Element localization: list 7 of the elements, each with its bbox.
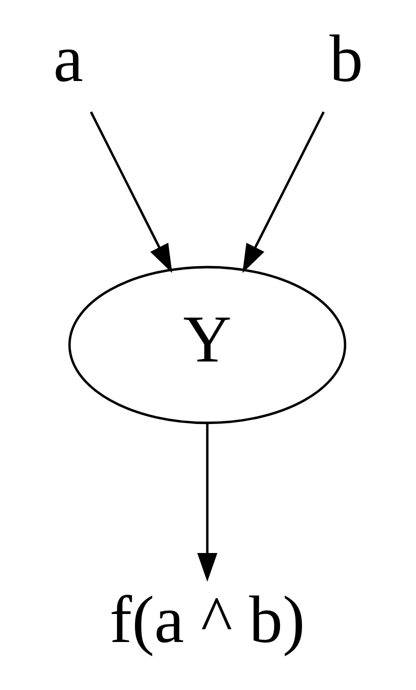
node-text: f(a ^ b) [109,582,304,657]
arrow [242,111,324,273]
arrow [89,111,172,273]
node-ellipse: Y [68,266,346,424]
node-text: a [52,21,83,96]
node-text: b [329,21,363,96]
arrow [196,423,217,582]
